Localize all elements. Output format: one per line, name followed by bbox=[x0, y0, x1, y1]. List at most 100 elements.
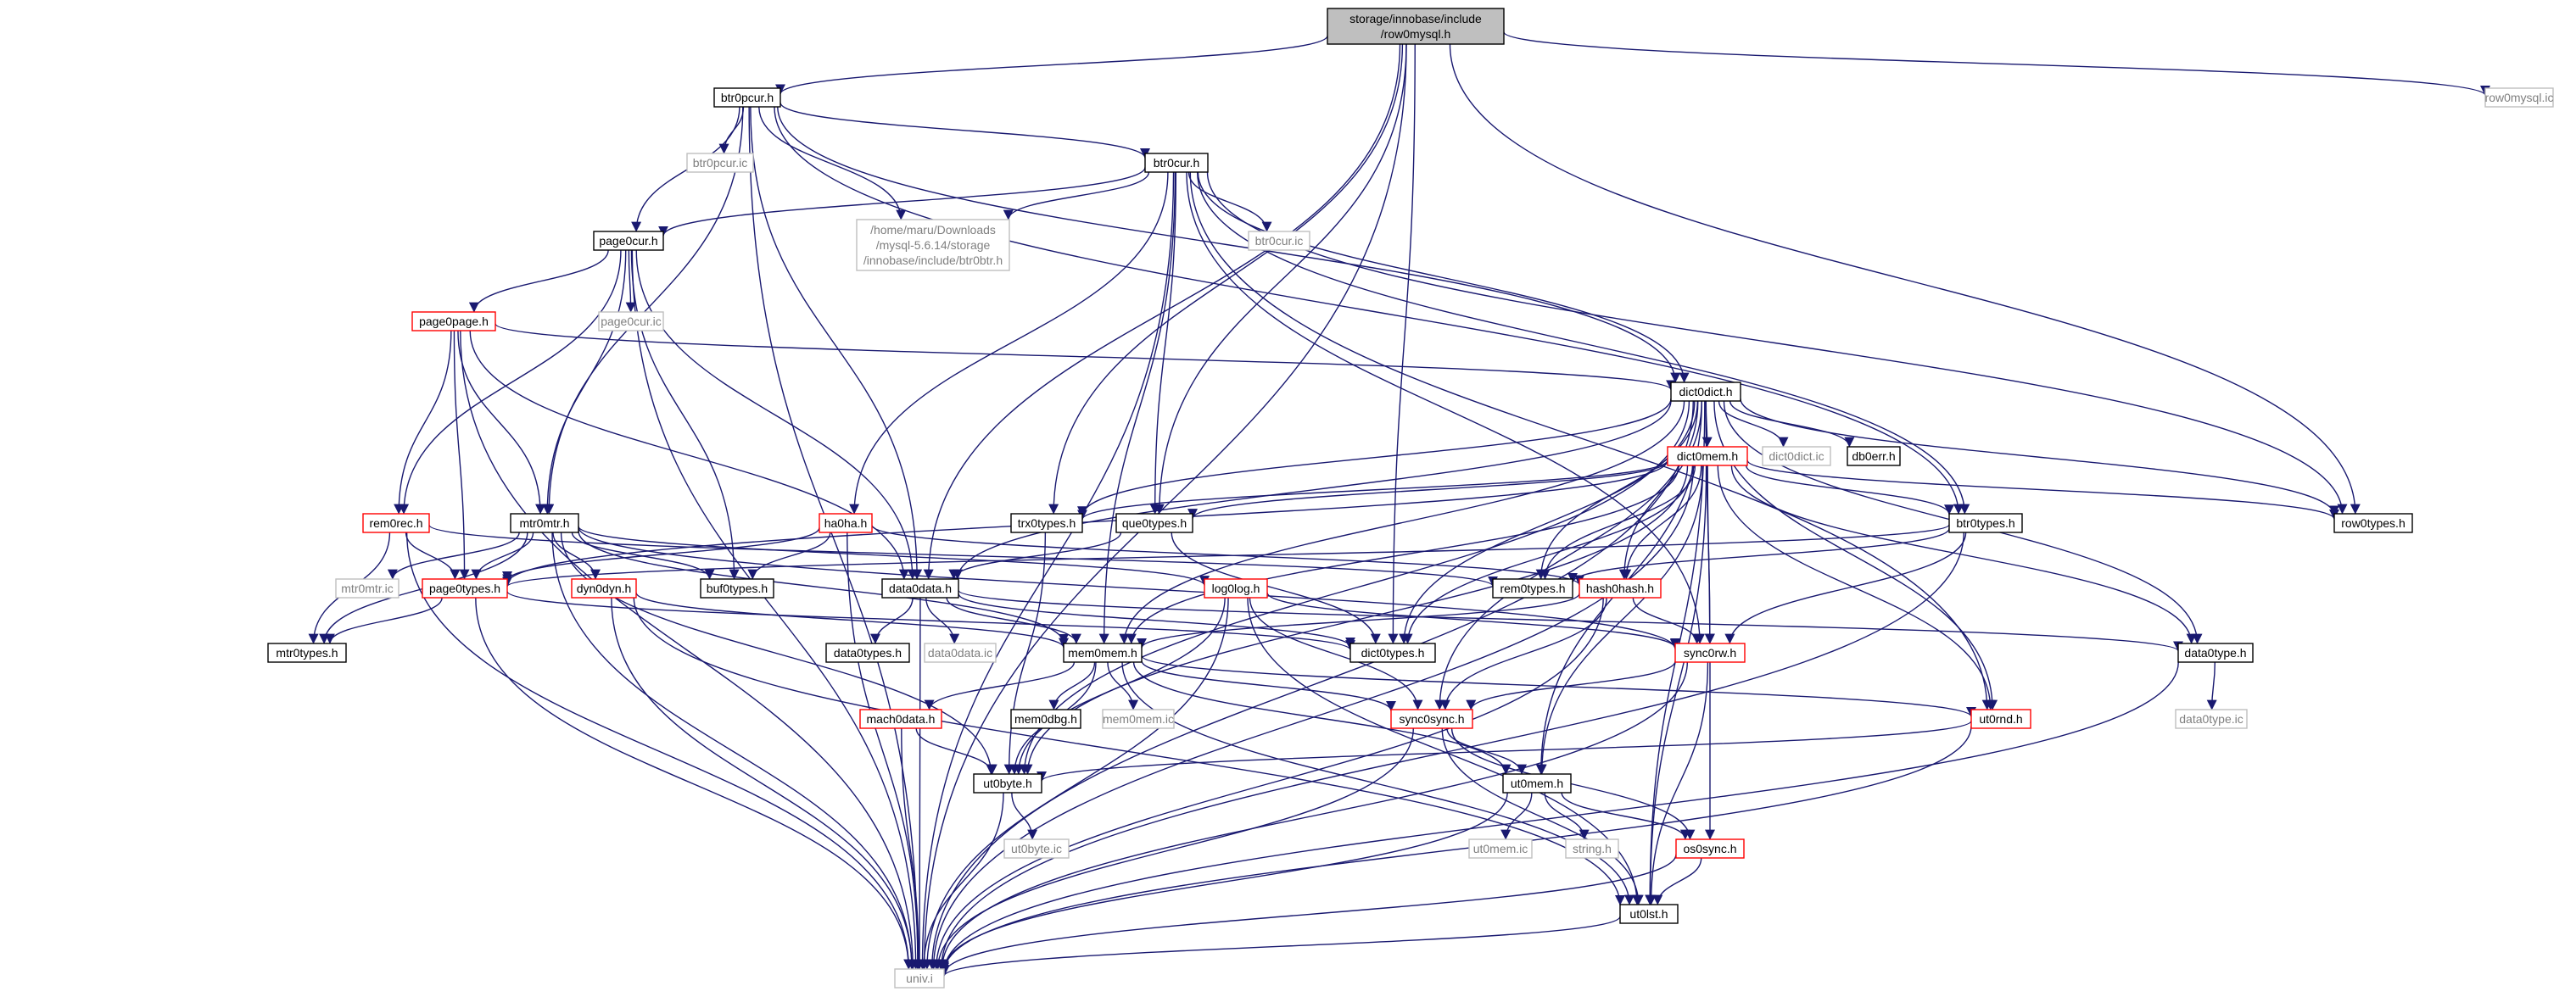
node-mem0mem-ic[interactable]: mem0mem.ic bbox=[1102, 709, 1175, 729]
node-box bbox=[1327, 8, 1505, 45]
node-box bbox=[1762, 446, 1831, 466]
node-box bbox=[700, 578, 774, 599]
node-ut0byte-ic[interactable]: ut0byte.ic bbox=[1003, 838, 1070, 859]
dependency-edge bbox=[1187, 171, 1272, 232]
dependency-edge bbox=[625, 249, 636, 313]
node-label: dict0dict.h bbox=[1679, 385, 1732, 398]
node-mtr0types-h[interactable]: mtr0types.h bbox=[267, 643, 347, 663]
node-label: ut0mem.ic bbox=[1473, 842, 1528, 855]
dependency-edge bbox=[936, 532, 1964, 970]
node-mem0dbg-h[interactable]: mem0dbg.h bbox=[1010, 709, 1081, 729]
node-box bbox=[973, 773, 1042, 794]
dependency-edge bbox=[1466, 660, 1676, 710]
node-mtr0mtr-ic[interactable]: mtr0mtr.ic bbox=[335, 578, 400, 599]
dependency-edge bbox=[939, 726, 1972, 973]
node-label: page0types.h bbox=[429, 582, 500, 595]
node-label: ha0ha.h bbox=[824, 516, 868, 530]
dependency-edge bbox=[2206, 661, 2217, 710]
node-btr0cur-h[interactable]: btr0cur.h bbox=[1144, 153, 1209, 173]
dependency-edge bbox=[1121, 661, 1634, 905]
node-label: que0types.h bbox=[1122, 516, 1187, 530]
node-rem0rec-h[interactable]: rem0rec.h bbox=[362, 513, 430, 533]
node-ut0mem-h[interactable]: ut0mem.h bbox=[1502, 773, 1572, 794]
dependency-edge bbox=[901, 727, 925, 970]
node-data0type-ic[interactable]: data0type.ic bbox=[2175, 709, 2248, 729]
dependency-edge bbox=[1740, 398, 2339, 516]
node-mem0mem-h[interactable]: mem0mem.h bbox=[1063, 643, 1143, 663]
node-box bbox=[856, 219, 1010, 271]
node-hash0hash-h[interactable]: hash0hash.h bbox=[1579, 578, 1662, 599]
node-univ-i[interactable]: univ.i bbox=[894, 968, 945, 989]
node-mach0data-h[interactable]: mach0data.h bbox=[859, 709, 942, 729]
node-btr0types-h[interactable]: btr0types.h bbox=[1948, 513, 2023, 533]
node-btr0pcur-h[interactable]: btr0pcur.h bbox=[713, 87, 781, 108]
dependency-edge bbox=[953, 400, 1672, 580]
node-box bbox=[1115, 513, 1193, 533]
node-label: os0sync.h bbox=[1683, 842, 1736, 855]
node-dict0dict-h[interactable]: dict0dict.h bbox=[1670, 382, 1741, 402]
node-data0type-h[interactable]: data0type.h bbox=[2177, 643, 2254, 663]
dependency-edge bbox=[917, 171, 1175, 970]
node-box bbox=[881, 578, 959, 599]
node-sync0sync-h[interactable]: sync0sync.h bbox=[1390, 709, 1473, 729]
node-page0types-h[interactable]: page0types.h bbox=[422, 578, 508, 599]
node-ut0byte-h[interactable]: ut0byte.h bbox=[973, 773, 1042, 794]
dependency-edge bbox=[635, 592, 1069, 649]
dependency-edge bbox=[1266, 592, 1680, 649]
dependency-edge bbox=[958, 593, 1355, 648]
node-dict0types-h[interactable]: dict0types.h bbox=[1349, 643, 1436, 663]
dependency-edge bbox=[1119, 400, 1685, 644]
node-box bbox=[2333, 513, 2413, 533]
dependency-edge bbox=[1500, 792, 1533, 840]
node-row0types-h[interactable]: row0types.h bbox=[2333, 513, 2413, 533]
node-btr0pcur-ic[interactable]: btr0pcur.ic bbox=[686, 153, 754, 173]
node-page0cur-h[interactable]: page0cur.h bbox=[593, 231, 664, 251]
node-data0types-h[interactable]: data0types.h bbox=[825, 643, 910, 663]
dependency-edge bbox=[1718, 400, 1789, 448]
node-os0sync-h[interactable]: os0sync.h bbox=[1675, 838, 1745, 859]
node-ha0ha-h[interactable]: ha0ha.h bbox=[819, 513, 873, 533]
node-log0log-h[interactable]: log0log.h bbox=[1204, 578, 1268, 599]
node-btr0btr-h[interactable]: /home/maru/Downloads/mysql-5.6.14/storag… bbox=[856, 219, 1010, 271]
node-box bbox=[593, 231, 664, 251]
dependency-edge bbox=[506, 590, 1355, 651]
node-data0data-ic[interactable]: data0data.ic bbox=[924, 643, 997, 663]
node-dict0mem-h[interactable]: dict0mem.h bbox=[1667, 446, 1748, 466]
node-dict0dict-ic[interactable]: dict0dict.ic bbox=[1762, 446, 1831, 466]
node-row0mysql-ic[interactable]: row0mysql.ic bbox=[2484, 87, 2554, 108]
dependency-edge bbox=[1536, 465, 1703, 775]
node-ut0lst-h[interactable]: ut0lst.h bbox=[1619, 904, 1679, 924]
node-page0page-h[interactable]: page0page.h bbox=[411, 311, 496, 331]
dependency-edge bbox=[939, 854, 1677, 975]
dependency-edge bbox=[578, 531, 1069, 644]
node-trx0types-h[interactable]: trx0types.h bbox=[1010, 513, 1083, 533]
node-label: /home/maru/Downloads bbox=[870, 223, 996, 237]
node-que0types-h[interactable]: que0types.h bbox=[1115, 513, 1193, 533]
node-box bbox=[819, 513, 873, 533]
node-string-h[interactable]: string.h bbox=[1565, 838, 1619, 859]
node-page0cur-ic[interactable]: page0cur.ic bbox=[598, 311, 664, 331]
node-buf0types-h[interactable]: buf0types.h bbox=[700, 578, 774, 599]
dependency-edge bbox=[1746, 460, 2339, 520]
node-box bbox=[362, 513, 430, 533]
node-ut0mem-ic[interactable]: ut0mem.ic bbox=[1468, 838, 1533, 859]
node-box bbox=[1492, 578, 1573, 599]
node-rem0types-h[interactable]: rem0types.h bbox=[1492, 578, 1573, 599]
node-sync0rw-h[interactable]: sync0rw.h bbox=[1674, 643, 1746, 663]
node-mtr0mtr-h[interactable]: mtr0mtr.h bbox=[510, 513, 579, 533]
dependency-edge bbox=[1141, 654, 1976, 718]
node-db0err-h[interactable]: db0err.h bbox=[1847, 446, 1901, 466]
node-dyn0dyn-h[interactable]: dyn0dyn.h bbox=[571, 578, 637, 599]
dependency-edge bbox=[750, 106, 923, 580]
dependency-edge bbox=[747, 532, 831, 580]
node-label: page0cur.ic bbox=[601, 315, 662, 328]
dependency-edge bbox=[1196, 171, 1970, 515]
node-label: btr0cur.ic bbox=[1255, 234, 1304, 248]
node-row0mysql-h[interactable]: storage/innobase/include/row0mysql.h bbox=[1327, 8, 1505, 45]
dependency-edge bbox=[1037, 720, 1972, 783]
node-label: univ.i bbox=[906, 972, 933, 985]
node-btr0cur-ic[interactable]: btr0cur.ic bbox=[1248, 231, 1310, 251]
node-data0data-h[interactable]: data0data.h bbox=[881, 578, 959, 599]
node-ut0rnd-h[interactable]: ut0rnd.h bbox=[1970, 709, 2031, 729]
dependency-edge bbox=[457, 330, 546, 515]
